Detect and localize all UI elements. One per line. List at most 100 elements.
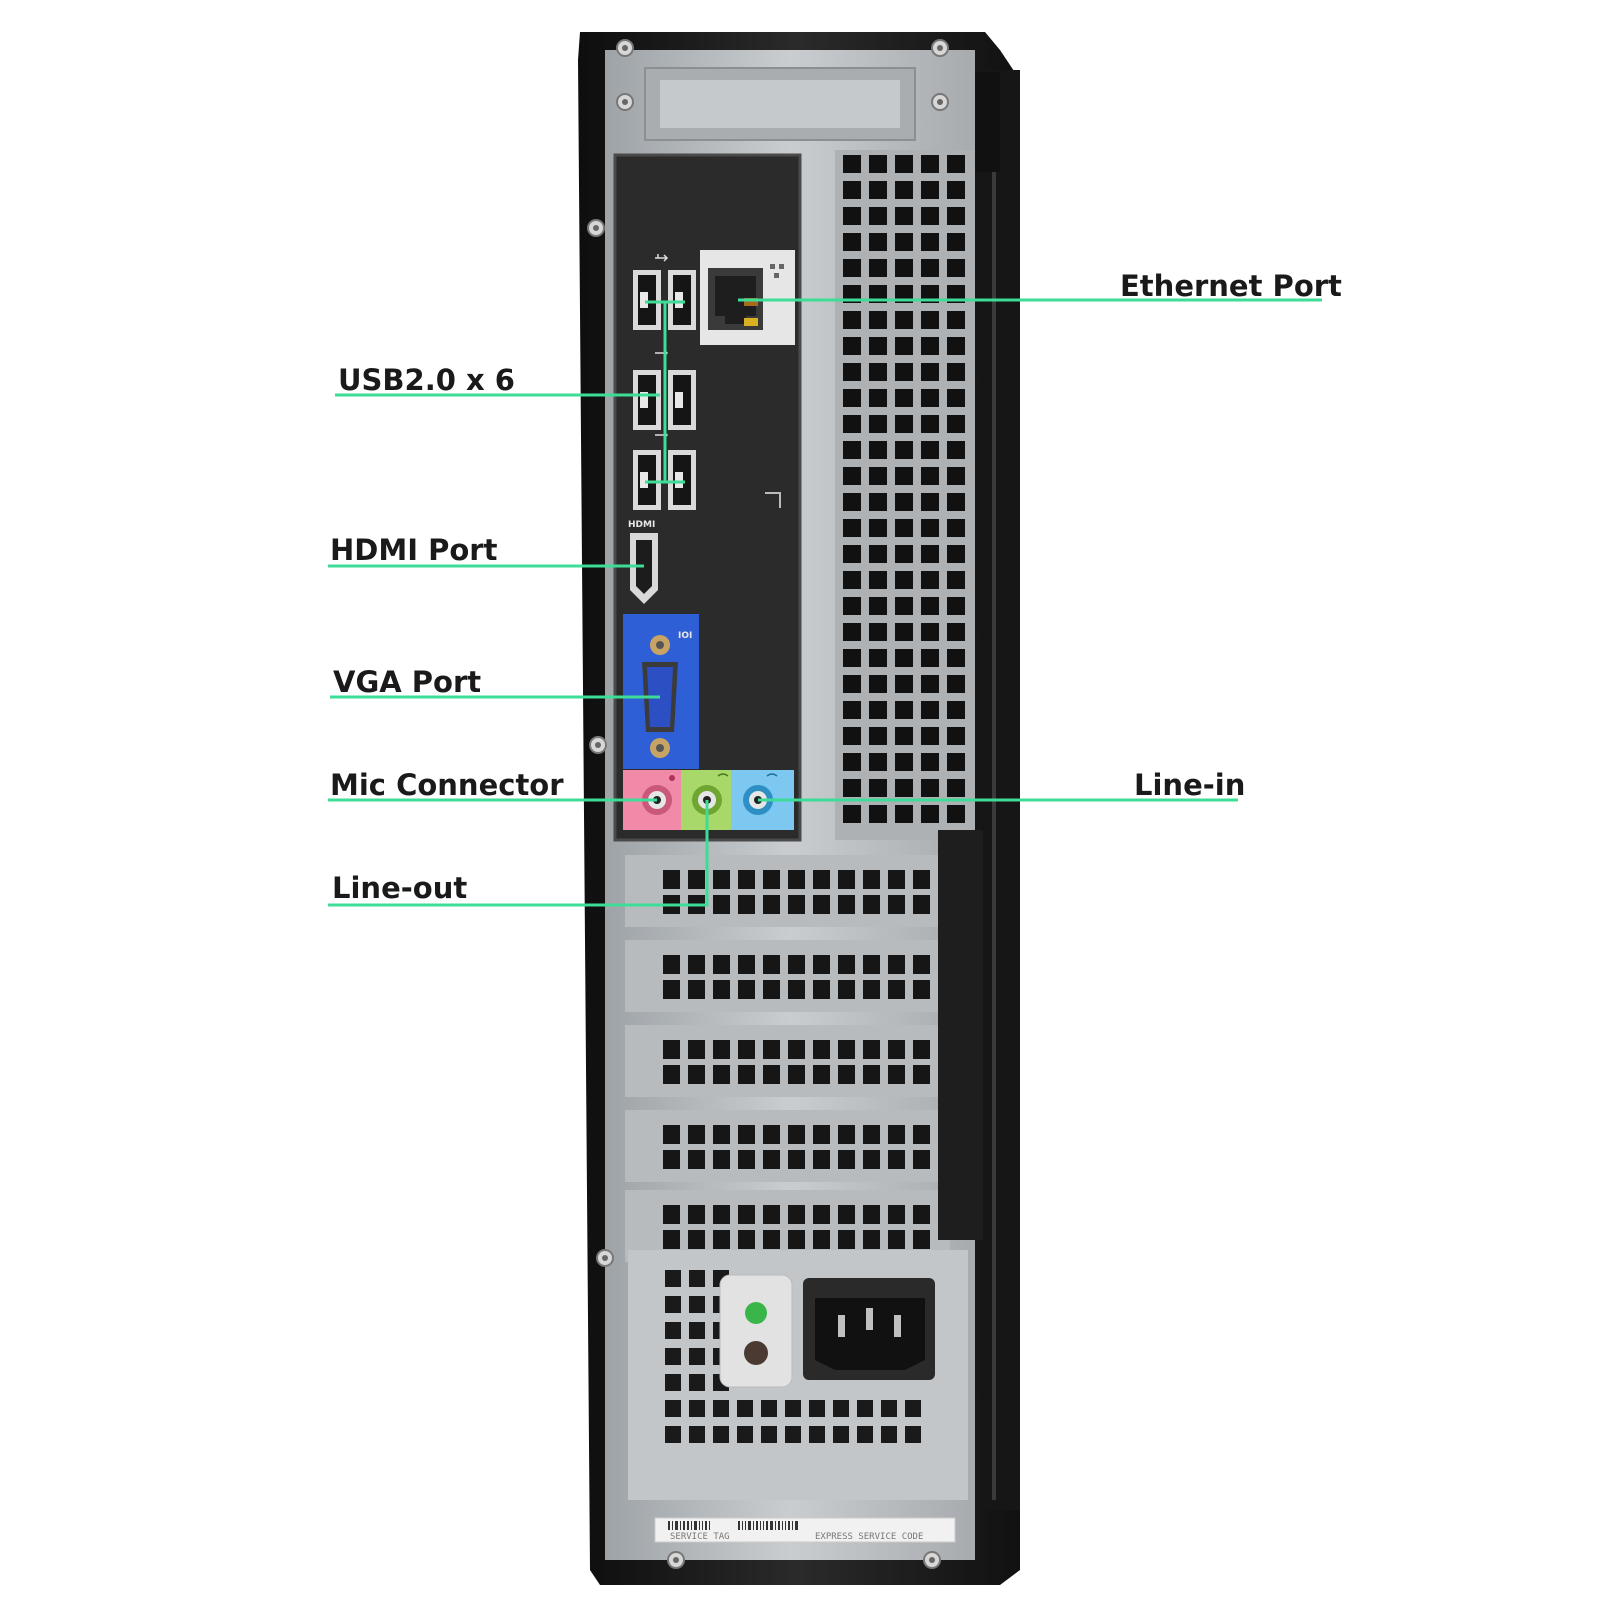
slot-vent-hole [713,1150,730,1169]
vent-hole [895,597,913,615]
psu-test-button[interactable] [744,1341,768,1365]
vent-hole [895,753,913,771]
vent-hole [895,207,913,225]
psu-vent-hole [665,1348,681,1365]
slot-vent-hole [813,1065,830,1084]
slot-vent-hole [888,895,905,914]
vent-hole [921,675,939,693]
vent-hole [947,545,965,563]
psu-vent-hole [689,1270,705,1287]
vent-hole [921,493,939,511]
vent-hole [869,623,887,641]
barcode-bar [775,1521,776,1530]
power-socket-icon[interactable] [803,1278,935,1380]
slot-vent-hole [863,1125,880,1144]
vent-hole [895,155,913,173]
vent-hole [895,181,913,199]
vent-hole [921,571,939,589]
barcode-bar [756,1521,758,1530]
psu-vent-hole [881,1400,897,1417]
vent-hole [947,389,965,407]
slot-vent-hole [738,955,755,974]
vent-hole [921,519,939,537]
slot-vent-hole [913,1125,930,1144]
slot-vent-hole [688,955,705,974]
slot-vent-hole [713,1065,730,1084]
slot-vent-hole [863,1065,880,1084]
barcode-bar [753,1521,754,1530]
slot-vent-hole [663,1205,680,1224]
slot-vent-hole [738,980,755,999]
vent-hole [895,545,913,563]
slot-vent-hole [688,1065,705,1084]
slot-vent-hole [763,895,780,914]
slot-vent-hole [913,895,930,914]
vent-hole [843,623,861,641]
slot-vent-hole [913,1150,930,1169]
barcode-bar [691,1521,692,1530]
vent-hole [869,649,887,667]
vent-hole [921,181,939,199]
vent-hole [895,259,913,277]
slot-vent-hole [888,1150,905,1169]
screw-center [622,45,628,51]
vent-hole [895,623,913,641]
barcode-bar [705,1521,707,1530]
vent-hole [947,181,965,199]
slot-vent-hole [713,955,730,974]
vent-hole [895,467,913,485]
slot-vent-hole [813,1040,830,1059]
vent-hole [921,779,939,797]
slot-vent-hole [713,980,730,999]
vent-hole [921,233,939,251]
slot-vent-hole [838,1205,855,1224]
psu-vent-hole [665,1322,681,1339]
vent-hole [869,779,887,797]
vent-hole [921,155,939,173]
chassis-side-rail [985,70,1020,1510]
slot-vent-hole [738,1065,755,1084]
slot-vent-hole [813,1125,830,1144]
vent-hole [843,805,861,823]
vent-hole [947,727,965,745]
slot-vent-hole [813,870,830,889]
slot-vent-hole [788,1125,805,1144]
callout-usb: USB2.0 x 6 [335,300,685,484]
vent-hole [921,389,939,407]
vent-hole [895,701,913,719]
vent-hole [921,259,939,277]
psu-vent-hole [785,1426,801,1443]
vent-hole [843,311,861,329]
vent-hole [843,727,861,745]
callout-linein: Line-in [758,768,1245,802]
psu-status-panel [719,1274,793,1388]
slot-vent-hole [888,1040,905,1059]
slot-vent-hole [688,1230,705,1249]
callout-mic-label: Mic Connector [330,768,564,802]
upper-vent-grid [835,150,975,840]
barcode-bar [738,1521,740,1530]
psu-vent-hole [857,1426,873,1443]
slot-vent-hole [788,1065,805,1084]
psu-vent-hole [809,1426,825,1443]
vent-hole [947,311,965,329]
slot-vent-hole [713,895,730,914]
barcode-bar [760,1521,761,1530]
vga-port[interactable] [623,614,699,769]
slot-vent-hole [888,1065,905,1084]
vent-hole [843,415,861,433]
vent-hole [947,753,965,771]
vent-hole [947,155,965,173]
slot-vent-hole [763,1040,780,1059]
vent-hole [947,649,965,667]
slot-vent-hole [888,1125,905,1144]
psu-vent-hole [857,1400,873,1417]
psu-vent-hole [833,1400,849,1417]
expansion-slots [625,830,983,1262]
vent-hole [895,675,913,693]
vent-hole [843,545,861,563]
barcode-bar [788,1521,790,1530]
hdmi-port[interactable] [630,533,658,604]
vent-hole [921,415,939,433]
